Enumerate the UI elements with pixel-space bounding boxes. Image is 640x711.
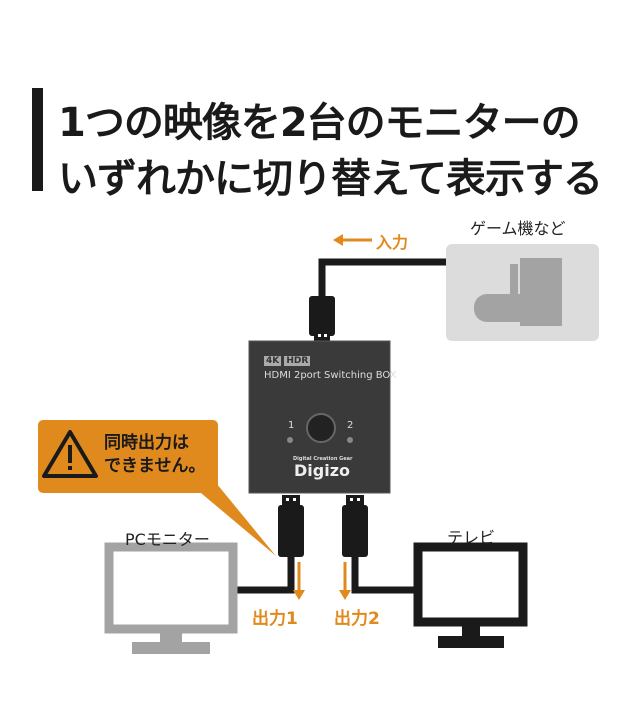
output-2-label: 出力2 xyxy=(334,609,380,629)
warning-line-2: できません。 xyxy=(104,456,206,476)
port-2-label: 2 xyxy=(347,420,354,431)
pc-monitor-label: PCモニター xyxy=(125,530,210,549)
spec-badges: 4K HDR xyxy=(264,356,311,366)
output-connector-2-icon xyxy=(342,495,368,557)
title-line-1: 1つの映像を2台のモニターの xyxy=(58,100,581,146)
input-arrow-icon xyxy=(333,234,372,246)
input-label: 入力 xyxy=(376,233,409,252)
input-connector-icon xyxy=(309,296,335,342)
led-2 xyxy=(347,437,353,443)
source-label: ゲーム機など xyxy=(470,219,566,238)
warning-line-1: 同時出力は xyxy=(104,433,189,453)
pc-monitor-icon xyxy=(104,542,238,654)
output-1-label: 出力1 xyxy=(252,609,298,629)
output-arrow-2-icon xyxy=(339,562,351,600)
output-connector-1-icon xyxy=(278,495,304,557)
tv-icon xyxy=(413,542,528,648)
badge-4k: 4K xyxy=(264,356,282,366)
led-1 xyxy=(287,437,293,443)
brand-tagline: Digital Creation Gear xyxy=(293,456,353,462)
tv-label: テレビ xyxy=(447,528,496,547)
port-1-label: 1 xyxy=(288,420,295,431)
badge-hdr: HDR xyxy=(284,356,311,366)
title-bar xyxy=(32,88,43,191)
input-cable xyxy=(318,258,446,300)
output-arrow-1-icon xyxy=(293,562,305,600)
switch-button xyxy=(306,413,336,443)
output-cable-1 xyxy=(235,555,295,594)
warning-text: 同時出力は できません。 xyxy=(104,432,206,478)
warning-icon xyxy=(42,430,98,478)
game-console-icon xyxy=(474,258,562,326)
device-name: HDMI 2port Switching BOX xyxy=(264,370,397,381)
title-line-2: いずれかに切り替えて表示する xyxy=(58,156,603,202)
brand-logo: Digizo xyxy=(294,461,351,480)
output-cable-2 xyxy=(351,555,418,594)
